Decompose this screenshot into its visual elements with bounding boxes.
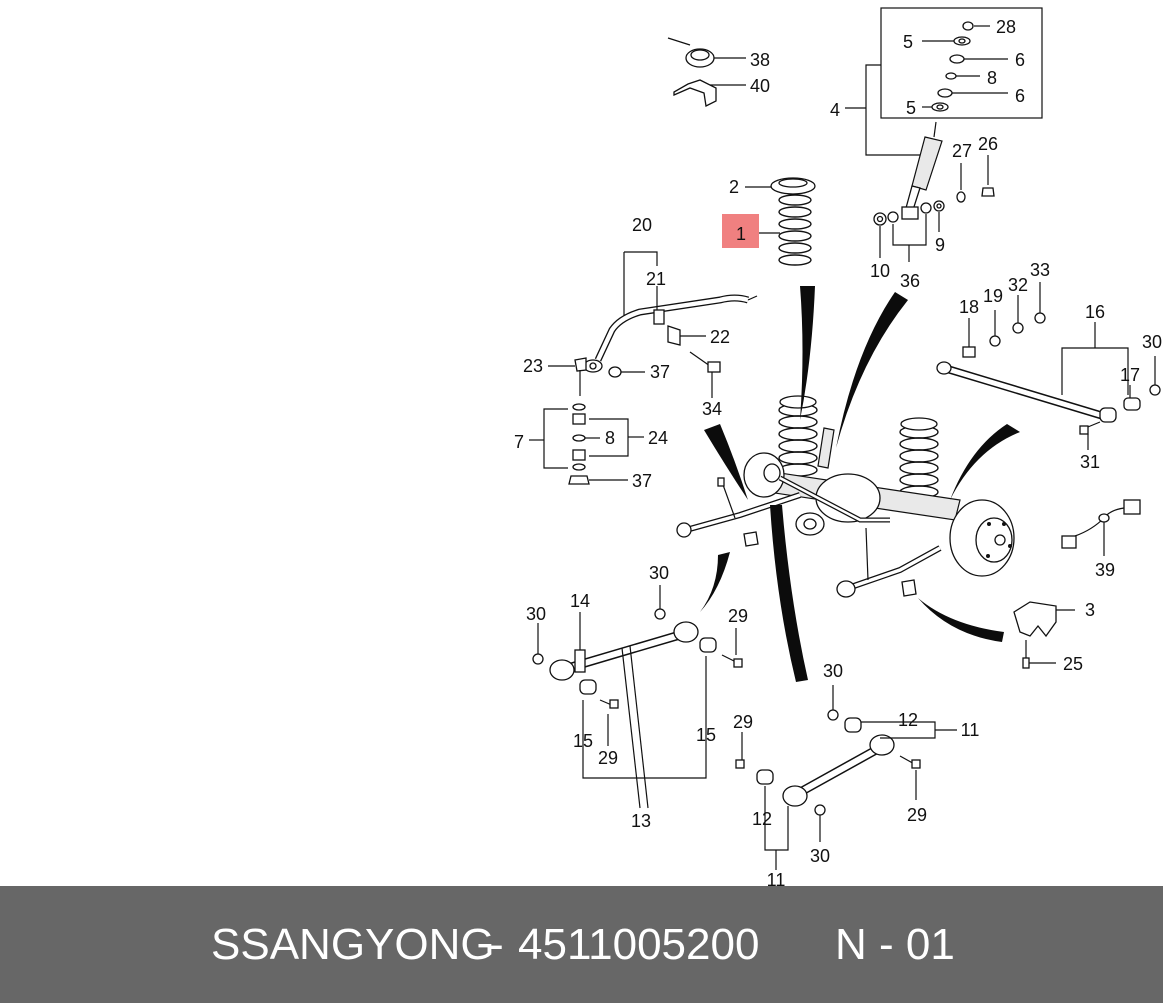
callout-label: 30 — [526, 604, 546, 624]
callout-label: 6 — [1015, 86, 1025, 106]
callout-label: 11 — [767, 870, 786, 886]
callout-label: 14 — [570, 591, 590, 611]
callout-label: 11 — [961, 720, 980, 740]
callout-label: 12 — [898, 710, 918, 730]
callout-label: 17 — [1120, 365, 1140, 385]
callout-label: 30 — [1142, 332, 1162, 352]
callout-label: 8 — [605, 428, 615, 448]
callout-label: 8 — [987, 68, 997, 88]
footer-bar: SSANGYONG - 4511005200 N - 01 — [0, 886, 1163, 1003]
footer-brand: SSANGYONG — [211, 920, 495, 969]
callout-label: 36 — [900, 271, 920, 291]
callout-label: 25 — [1063, 654, 1083, 674]
callout-label: 37 — [632, 471, 652, 491]
callout-label: 12 — [752, 809, 772, 829]
callout-label: 31 — [1080, 452, 1100, 472]
callout-label: 29 — [733, 712, 753, 732]
footer-part-number: 4511005200 — [518, 920, 760, 969]
callout-label: 19 — [983, 286, 1003, 306]
callout-label: 4 — [830, 100, 840, 120]
callout-label: 21 — [646, 269, 666, 289]
callout-label: 5 — [906, 98, 916, 118]
callout-label: 18 — [959, 297, 979, 317]
callout-label: 39 — [1095, 560, 1115, 580]
coil-spring — [778, 194, 812, 266]
callout-label: 16 — [1085, 302, 1105, 322]
callout-label: 30 — [810, 846, 830, 866]
callout-label: 38 — [750, 50, 770, 70]
callout-label: 29 — [598, 748, 618, 768]
highlight-box — [722, 214, 759, 248]
callout-label: 6 — [1015, 50, 1025, 70]
callout-label: 1 — [736, 224, 746, 244]
callout-labels: 1 2 3 4 5 5 6 6 7 8 8 9 10 11 11 12 12 1… — [514, 17, 1162, 886]
callout-label: 15 — [573, 731, 593, 751]
callout-label: 2 — [729, 177, 739, 197]
footer-code: N - 01 — [835, 920, 955, 969]
callout-label: 30 — [649, 563, 669, 583]
callout-label: 29 — [728, 606, 748, 626]
callout-label: 20 — [632, 215, 652, 235]
footer-separator: - — [489, 920, 504, 969]
callout-label: 34 — [702, 399, 722, 419]
callout-label: 33 — [1030, 260, 1050, 280]
callout-label: 32 — [1008, 275, 1028, 295]
parts-diagram: 1 2 3 4 5 5 6 6 7 8 8 9 10 11 11 12 12 1… — [514, 7, 1162, 886]
callout-label: 24 — [648, 428, 668, 448]
callout-label: 23 — [523, 356, 543, 376]
axle-assembly — [676, 395, 1015, 598]
callout-label: 37 — [650, 362, 670, 382]
callout-label: 22 — [710, 327, 730, 347]
callout-label: 13 — [631, 811, 651, 831]
callout-label: 7 — [514, 432, 524, 452]
callout-label: 5 — [903, 32, 913, 52]
callout-label: 15 — [696, 725, 716, 745]
callout-label: 28 — [996, 17, 1016, 37]
callout-label: 40 — [750, 76, 770, 96]
callout-label: 27 — [952, 141, 972, 161]
callout-label: 26 — [978, 134, 998, 154]
callout-label: 3 — [1085, 600, 1095, 620]
callout-label: 30 — [823, 661, 843, 681]
callout-label: 10 — [870, 261, 890, 281]
callout-label: 9 — [935, 235, 945, 255]
shock-kit-box — [880, 7, 1043, 119]
callout-label: 29 — [907, 805, 927, 825]
